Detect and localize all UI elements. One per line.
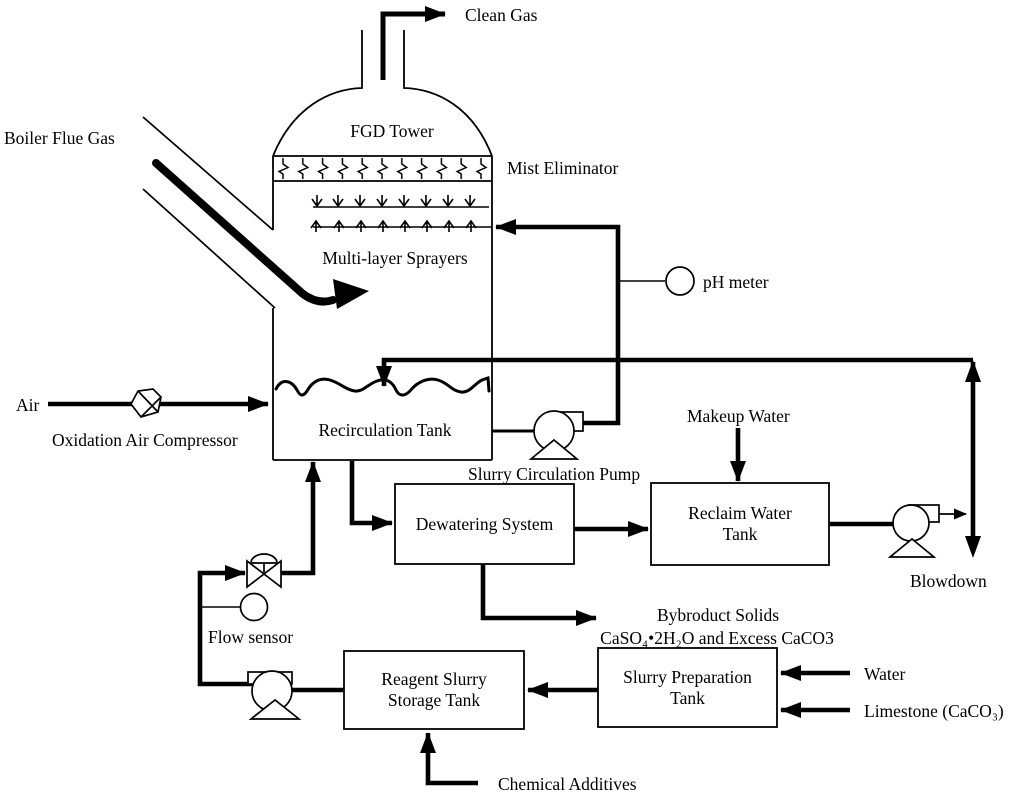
slurry-preparation-tank-label: Slurry Preparation Tank: [623, 666, 752, 708]
mist-eliminator-label: Mist Eliminator: [507, 158, 619, 178]
clean-gas-line: [380, 6, 446, 80]
reclaim-pump-icon: [830, 504, 967, 558]
limestone-label: Limestone (CaCO₃): [864, 701, 1004, 721]
slurry-preparation-tank-box: [597, 647, 778, 728]
tank-liquid-surface: [274, 375, 491, 397]
recirculation-tank-label: Recirculation Tank: [318, 420, 452, 440]
reclaim-water-tank-label: Reclaim Water Tank: [688, 503, 792, 544]
stream-arrows: [197, 428, 850, 786]
reagent-slurry-storage-tank-label: Reagent Slurry Storage Tank: [381, 669, 487, 710]
valve-to-recirc-tank: [281, 461, 321, 576]
blowdown-line: [965, 360, 981, 558]
ph-meter-label: pH meter: [703, 272, 769, 292]
chemical-additives-feed: [420, 732, 478, 786]
flow-sensor-icon: [200, 592, 269, 622]
ph-meter-icon: [618, 266, 695, 296]
chemical-additives-label: Chemical Additives: [498, 774, 637, 794]
boiler-flue-gas-label: Boiler Flue Gas: [4, 128, 115, 148]
oxidation-air-compressor-label: Oxidation Air Compressor: [52, 430, 238, 450]
tank-drain-to-dewatering: [349, 461, 393, 531]
fgd-tower-shell: [272, 30, 493, 461]
slurry-circulation-pump-icon: [492, 410, 584, 460]
water-label: Water: [864, 664, 906, 684]
control-valve-icon: [246, 553, 282, 589]
dewatering-system-box: [394, 483, 575, 565]
slurry-riser-line: [495, 219, 621, 426]
reagent-to-valve: [197, 565, 252, 687]
fgd-tower-label: FGD Tower: [350, 121, 434, 141]
air-label: Air: [16, 395, 40, 415]
spray-header-lower: [310, 220, 492, 233]
dewatering-system-label: Dewatering System: [395, 484, 574, 564]
flue-gas-arrow: [152, 159, 369, 309]
reclaim-water-tank-box: [650, 482, 830, 566]
mist-eliminator-pattern: [274, 157, 491, 180]
flow-sensor-label: Flow sensor: [208, 627, 294, 647]
multi-layer-sprayers-label: Multi-layer Sprayers: [322, 248, 468, 268]
dewatering-system-text: Dewatering System: [415, 513, 554, 534]
byproduct-solids-label: Bybroduct Solids: [656, 605, 780, 625]
blowdown-label: Blowdown: [910, 571, 987, 591]
return-water-line: [376, 357, 973, 387]
compressor-icon: [129, 388, 162, 418]
makeup-water-label: Makeup Water: [687, 406, 790, 426]
reagent-pump-icon: [247, 670, 344, 720]
flue-gas-duct: [142, 116, 276, 309]
spray-header-upper: [311, 194, 489, 208]
clean-gas-label: Clean Gas: [465, 5, 538, 25]
byproduct-formula-label: CaSO₄•2H₂O and Excess CaCO3: [600, 628, 834, 648]
process-boxes: [343, 482, 830, 730]
slurry-circulation-pump-label: Slurry Circulation Pump: [468, 464, 641, 484]
dewatering-to-byproduct: [480, 564, 597, 626]
